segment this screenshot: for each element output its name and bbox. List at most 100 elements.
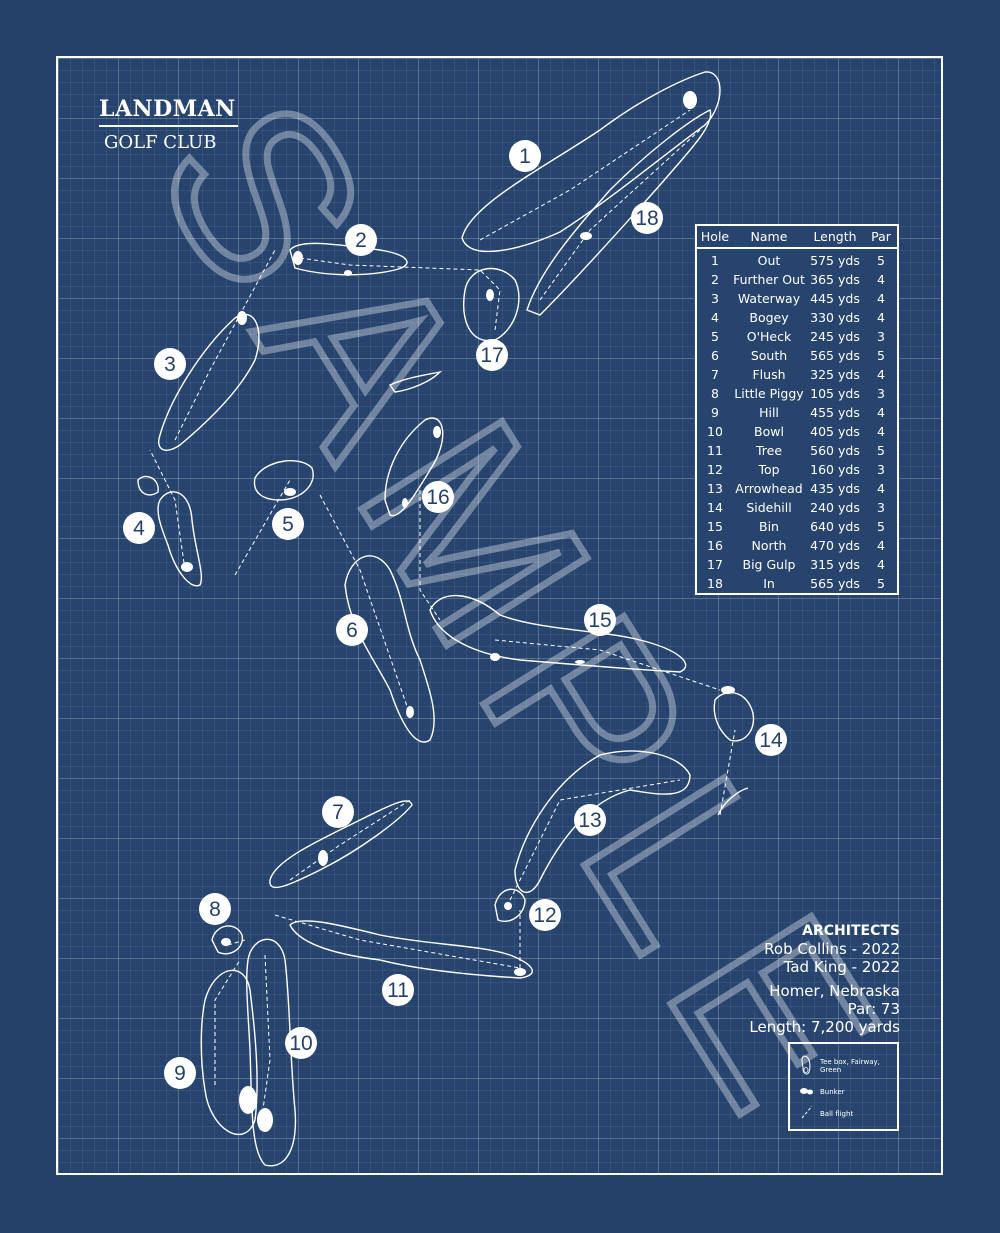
cell-par: 4: [877, 557, 885, 572]
cell-par: 4: [877, 481, 885, 496]
cell-name: O'Heck: [746, 329, 792, 344]
svg-text:13: 13: [578, 809, 601, 832]
hole-11-fairway: [289, 920, 533, 979]
cell-par: 3: [877, 386, 885, 401]
cell-par: 5: [877, 443, 885, 458]
cell-par: 5: [877, 253, 885, 268]
course-length: Length: 7,200 yards: [749, 1018, 900, 1036]
cell-name: Sidehill: [746, 500, 792, 515]
hole-marker-6: 6: [336, 614, 368, 646]
svg-text:11: 11: [387, 979, 409, 1002]
hole-marker-9: 9: [164, 1057, 196, 1089]
cell-length: 105 yds: [810, 386, 860, 401]
map-legend: Tee box, Fairway, Green Bunker Ball flig…: [788, 1042, 899, 1131]
hole-6-fairway: [344, 555, 435, 743]
architects-heading: ARCHITECTS: [802, 923, 900, 939]
cell-hole: 11: [707, 443, 723, 458]
legend-ball-flight-label: Ball flight: [820, 1110, 854, 1118]
legend-bunker-label: Bunker: [820, 1088, 845, 1096]
cell-name: Tree: [755, 443, 783, 458]
hole-marker-8: 8: [199, 893, 231, 925]
cell-hole: 15: [707, 519, 723, 534]
hole-marker-16: 16: [422, 481, 454, 513]
cell-length: 560 yds: [810, 443, 860, 458]
cell-name: Top: [758, 462, 780, 477]
cell-name: Arrowhead: [735, 481, 803, 496]
cell-par: 5: [877, 348, 885, 363]
cell-hole: 10: [707, 424, 723, 439]
bunkers: [181, 91, 735, 1132]
header-par: Par: [865, 225, 898, 249]
hole-number-markers: 1 2 3 4 5 6 7 8 9 10 11 12 13 14 15 16 1…: [123, 140, 787, 1089]
hole-5-green: [253, 460, 314, 501]
hole-17-fairway: [463, 267, 520, 342]
svg-text:3: 3: [164, 353, 176, 376]
hole-marker-11: 11: [382, 974, 414, 1006]
hole-marker-1: 1: [509, 140, 541, 172]
cell-hole: 12: [707, 462, 723, 477]
ball-flight-lines: [149, 109, 736, 1131]
cell-hole: 16: [707, 538, 723, 553]
scorecard-header-row: Hole Name Length Par: [696, 225, 898, 249]
cell-length: 325 yds: [810, 367, 860, 382]
hole-9-fairway: [200, 969, 258, 1136]
cell-hole: 8: [711, 386, 719, 401]
course-info: ARCHITECTS Rob Collins - 2022 Tad King -…: [700, 922, 900, 1036]
cell-hole: 3: [711, 291, 719, 306]
hole-marker-18: 18: [631, 202, 663, 234]
cell-hole: 9: [711, 405, 719, 420]
cell-name: Little Piggy: [734, 386, 804, 401]
hole-marker-12: 12: [529, 899, 561, 931]
cell-length: 575 yds: [810, 253, 860, 268]
course-subtitle: GOLF CLUB: [104, 132, 217, 153]
svg-text:1: 1: [519, 145, 531, 168]
cell-length: 565 yds: [810, 348, 860, 363]
hole-marker-14: 14: [755, 724, 787, 756]
cell-hole: 18: [707, 576, 723, 591]
architect-2: Tad King - 2022: [783, 958, 900, 976]
hole-marker-3: 3: [154, 348, 186, 380]
course-par: Par: 73: [847, 1000, 900, 1018]
svg-text:6: 6: [346, 619, 358, 642]
cell-hole: 5: [711, 329, 719, 344]
svg-text:2: 2: [355, 229, 367, 252]
cell-length: 405 yds: [810, 424, 860, 439]
hole-7-fairway: [269, 800, 413, 889]
cell-hole: 6: [711, 348, 719, 363]
cell-hole: 14: [707, 500, 723, 515]
cell-name: Hill: [759, 405, 779, 420]
cell-length: 470 yds: [810, 538, 860, 553]
cell-name: North: [751, 538, 787, 553]
svg-text:10: 10: [289, 1032, 312, 1055]
cell-hole: 7: [711, 367, 719, 382]
cell-length: 240 yds: [810, 500, 860, 515]
cell-length: 640 yds: [810, 519, 860, 534]
cell-par: 4: [877, 367, 885, 382]
cell-par: 3: [877, 329, 885, 344]
svg-text:16: 16: [426, 486, 449, 509]
header-name: Name: [733, 225, 805, 249]
hole-10-fairway: [246, 938, 297, 1167]
svg-text:12: 12: [533, 904, 556, 927]
fairway-legend-icon: [801, 1055, 811, 1075]
cell-name: In: [763, 576, 775, 591]
hole-2-fairway: [289, 242, 408, 276]
cell-length: 365 yds: [810, 272, 860, 287]
cell-par: 4: [877, 272, 885, 287]
svg-text:17: 17: [480, 344, 503, 367]
scorecard-row: 8 Little Piggy 105 yds 3: [696, 384, 898, 403]
cell-par: 4: [877, 538, 885, 553]
cell-par: 4: [877, 405, 885, 420]
